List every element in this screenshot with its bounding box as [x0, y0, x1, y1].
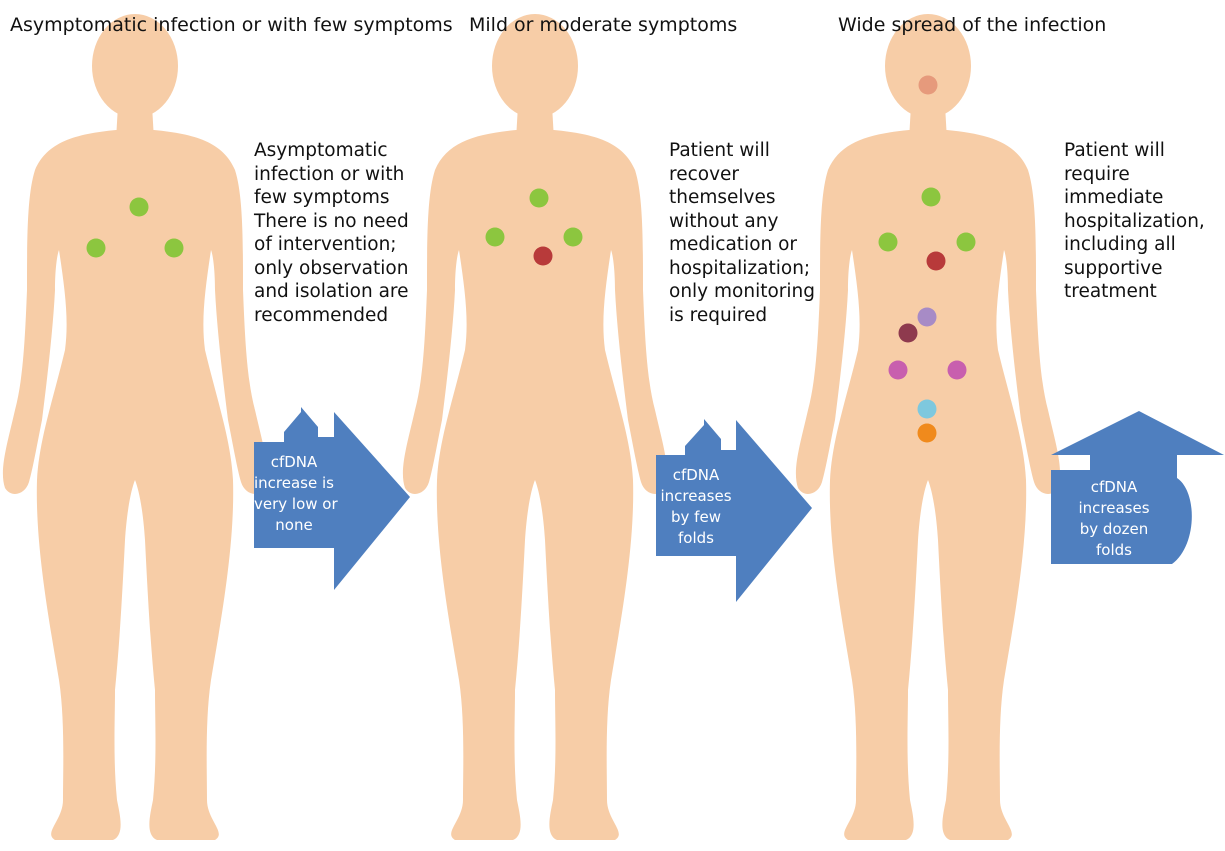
stage-title: Wide spread of the infection	[838, 14, 1106, 36]
infection-marker-green	[486, 228, 505, 247]
infection-marker-green	[922, 188, 941, 207]
infection-marker-green	[165, 239, 184, 258]
infection-marker-green	[87, 239, 106, 258]
infection-marker-magenta	[889, 361, 908, 380]
human-figure-stage-1	[3, 14, 267, 840]
infection-marker-red	[927, 252, 946, 271]
infection-marker-red	[534, 247, 553, 266]
infection-marker-salmon	[919, 76, 938, 95]
infection-marker-cyan	[918, 400, 937, 419]
infection-marker-green	[130, 198, 149, 217]
infection-marker-green	[530, 189, 549, 208]
infection-marker-orange	[918, 424, 937, 443]
stage-title: Mild or moderate symptoms	[469, 14, 737, 36]
infection-marker-magenta	[948, 361, 967, 380]
stage-description: Patient will recover themselves without …	[669, 139, 815, 327]
infection-marker-maroon	[899, 324, 918, 343]
arrow-label: cfDNA increase is very low or none	[254, 452, 334, 536]
human-figure-stage-2	[403, 14, 667, 840]
arrow-label: cfDNA increases by dozen folds	[1051, 477, 1177, 561]
arrow-label: cfDNA increases by few folds	[656, 465, 736, 549]
stage-description: Asymptomatic infection or with few sympt…	[254, 139, 409, 327]
infection-marker-green	[564, 228, 583, 247]
infection-marker-green	[957, 233, 976, 252]
infection-marker-green	[879, 233, 898, 252]
infection-marker-purple	[918, 308, 937, 327]
stage-title: Asymptomatic infection or with few sympt…	[10, 14, 453, 36]
stage-description: Patient will require immediate hospitali…	[1064, 139, 1205, 304]
